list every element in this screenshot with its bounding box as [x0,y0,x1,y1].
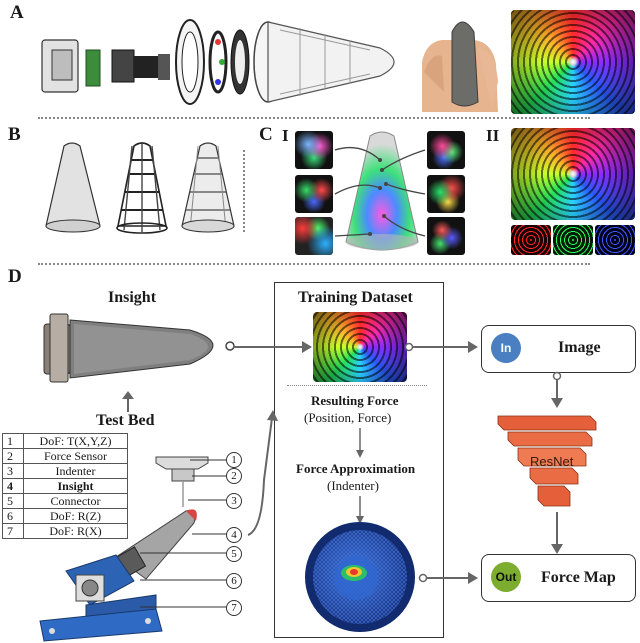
blue-channel-image [595,225,635,255]
contact-image-left-1 [295,131,333,169]
callout-1: 1 [226,452,242,468]
transparent-shell [253,21,395,103]
tactile-image-a [511,10,635,114]
contact-image-right-2 [427,175,465,213]
force-map-label: Force Map [541,569,616,586]
contact-image-left-2 [295,175,333,213]
test-bed-arrow [122,391,134,412]
insight-sensor-render [43,313,235,383]
panel-label-c: C [259,124,273,145]
tactile-image-c [511,128,635,220]
indenter-paren-label: (Indenter) [327,478,379,493]
callout-5: 5 [226,546,242,562]
out-node: Out [491,562,521,592]
contact-image-left-3 [295,217,333,255]
shell-design-solid [45,142,101,233]
callout-6: 6 [226,573,242,589]
red-channel-image [511,225,551,255]
divider-b-c [243,150,245,232]
callout-3: 3 [226,493,242,509]
camera-board [41,39,101,93]
panel-label-a: A [10,2,24,23]
image-label: Image [558,339,601,356]
lens-module [111,49,170,83]
callout-4: 4 [226,527,242,543]
divider-bc-d [38,263,590,265]
resulting-force-label: Resulting Force [311,393,399,408]
position-force-label: (Position, Force) [304,410,392,425]
divider-a-bc [38,117,590,119]
force-approximation-label: Force Approximation [296,461,416,476]
shell-design-skeleton [116,142,168,234]
resnet-block [497,415,597,507]
callout-leader-lines [140,459,226,608]
illuminated-cone [345,131,419,251]
training-tactile-image [313,312,407,382]
shell-design-combined [181,142,235,233]
fem-force-disk [305,522,415,632]
green-channel-image [553,225,593,255]
resnet-label: ResNet [530,454,574,469]
callout-7: 7 [226,600,242,616]
hand-holding-sensor-photo [412,12,504,112]
training-internal-arrows [356,428,364,524]
contact-image-right-3 [427,217,465,255]
test-bed-render [39,456,209,642]
exploded-assembly-illustration [41,19,395,105]
callout-2: 2 [226,468,242,484]
panel-c-sub-i: I [282,126,289,145]
contact-image-right-1 [427,131,465,169]
panel-label-d: D [8,266,22,287]
panel-c-sub-ii: II [486,126,500,145]
training-divider [287,385,427,386]
training-dataset-title: Training Dataset [298,289,413,306]
panel-c-connectors [334,146,426,237]
mounting-rings [175,19,250,105]
in-node: In [491,333,521,363]
insight-title: Insight [108,289,157,306]
panel-label-b: B [8,124,21,145]
test-bed-label: Test Bed [96,412,155,429]
